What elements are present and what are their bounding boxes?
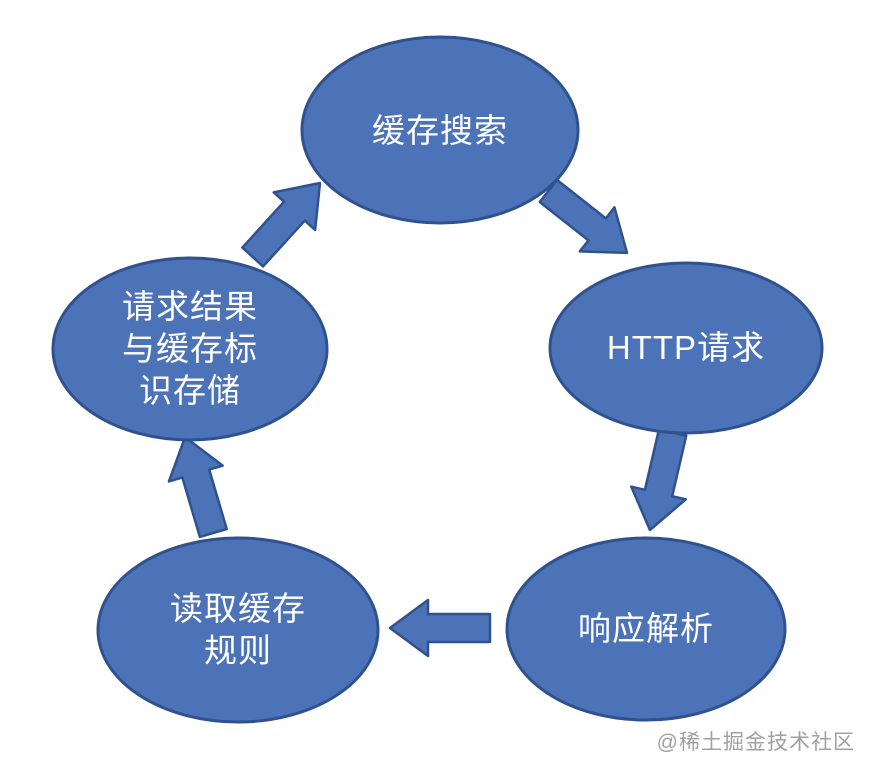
node-ellipse-store-result (51, 256, 329, 442)
node-ellipse-http-request (548, 261, 824, 435)
watermark: @稀土掘金技术社区 (656, 731, 855, 754)
node-ellipse-read-cache-rules (96, 536, 380, 724)
node-ellipse-response-parse (505, 536, 787, 722)
arrow-read-cache-rules-to-store-result-icon (156, 427, 242, 543)
arrow-http-request-to-response-parse-icon (621, 425, 702, 538)
arrow-response-parse-to-read-cache-rules-icon (388, 598, 492, 658)
node-ellipse-cache-search (300, 35, 580, 225)
